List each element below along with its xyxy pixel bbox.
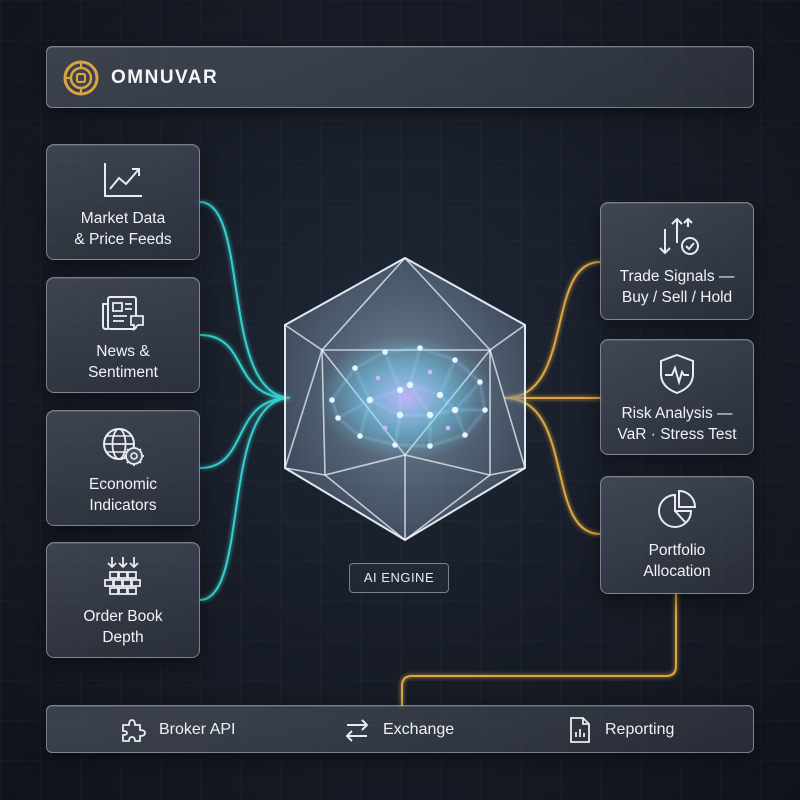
input-label-line2: Indicators (89, 497, 157, 514)
input-card-news[interactable]: News & Sentiment (46, 277, 200, 393)
input-label-line1: Economic (88, 476, 158, 493)
report-document-icon (570, 717, 590, 743)
wire-reporting (401, 594, 677, 706)
wire-market-data (199, 201, 291, 399)
shield-pulse-icon (660, 353, 694, 395)
input-label-line2: & Price Feeds (74, 231, 172, 248)
wire-news (199, 334, 291, 399)
icosahedron-brain-icon (284, 256, 526, 542)
wire-portfolio (504, 397, 601, 535)
order-book-icon (104, 557, 141, 595)
output-label-line2: Buy / Sell / Hold (621, 289, 733, 306)
output-label-line1: Portfolio (648, 542, 706, 559)
integration-label: Reporting (605, 721, 675, 738)
integrations-bar: Broker API Exchange Reporting (46, 705, 754, 753)
integration-label: Broker API (159, 721, 236, 738)
pie-chart-icon (658, 489, 697, 528)
input-label-line1: Order Book (83, 608, 163, 625)
integration-label: Exchange (383, 721, 455, 738)
globe-gear-icon (103, 428, 144, 466)
output-label-line1: Risk Analysis — (621, 405, 733, 422)
input-label-line1: News & (96, 343, 150, 360)
exchange-arrows-icon (345, 719, 369, 742)
integration-broker-api[interactable]: Broker API (119, 706, 235, 754)
output-card-risk-analysis[interactable]: Risk Analysis — VaR · Stress Test (600, 339, 754, 455)
wire-economic (199, 397, 291, 469)
integration-exchange[interactable]: Exchange (343, 706, 454, 754)
header-bar: OMNUVAR (46, 46, 754, 108)
input-label-line1: Market Data (80, 210, 166, 227)
puzzle-icon (122, 719, 146, 742)
omnuvar-logo-icon (63, 60, 99, 96)
input-card-order-book[interactable]: Order Book Depth (46, 542, 200, 658)
input-card-economic[interactable]: Economic Indicators (46, 410, 200, 526)
wire-order-book (199, 397, 291, 601)
wire-trade-signals (504, 261, 601, 399)
output-card-portfolio[interactable]: Portfolio Allocation (600, 476, 754, 594)
output-card-trade-signals[interactable]: Trade Signals — Buy / Sell / Hold (600, 202, 754, 320)
signal-arrows-icon (659, 217, 699, 255)
output-label-line1: Trade Signals — (619, 268, 735, 285)
ai-engine-label: AI ENGINE (349, 563, 449, 593)
newspaper-icon (102, 296, 144, 332)
integration-reporting[interactable]: Reporting (567, 706, 674, 754)
brand-name: OMNUVAR (111, 67, 219, 88)
input-label-line2: Depth (102, 629, 144, 646)
line-chart-icon (104, 163, 142, 197)
output-label-line2: VaR · Stress Test (617, 426, 737, 443)
input-card-market-data[interactable]: Market Data & Price Feeds (46, 144, 200, 260)
input-label-line2: Sentiment (88, 364, 158, 381)
output-label-line2: Allocation (643, 563, 711, 580)
